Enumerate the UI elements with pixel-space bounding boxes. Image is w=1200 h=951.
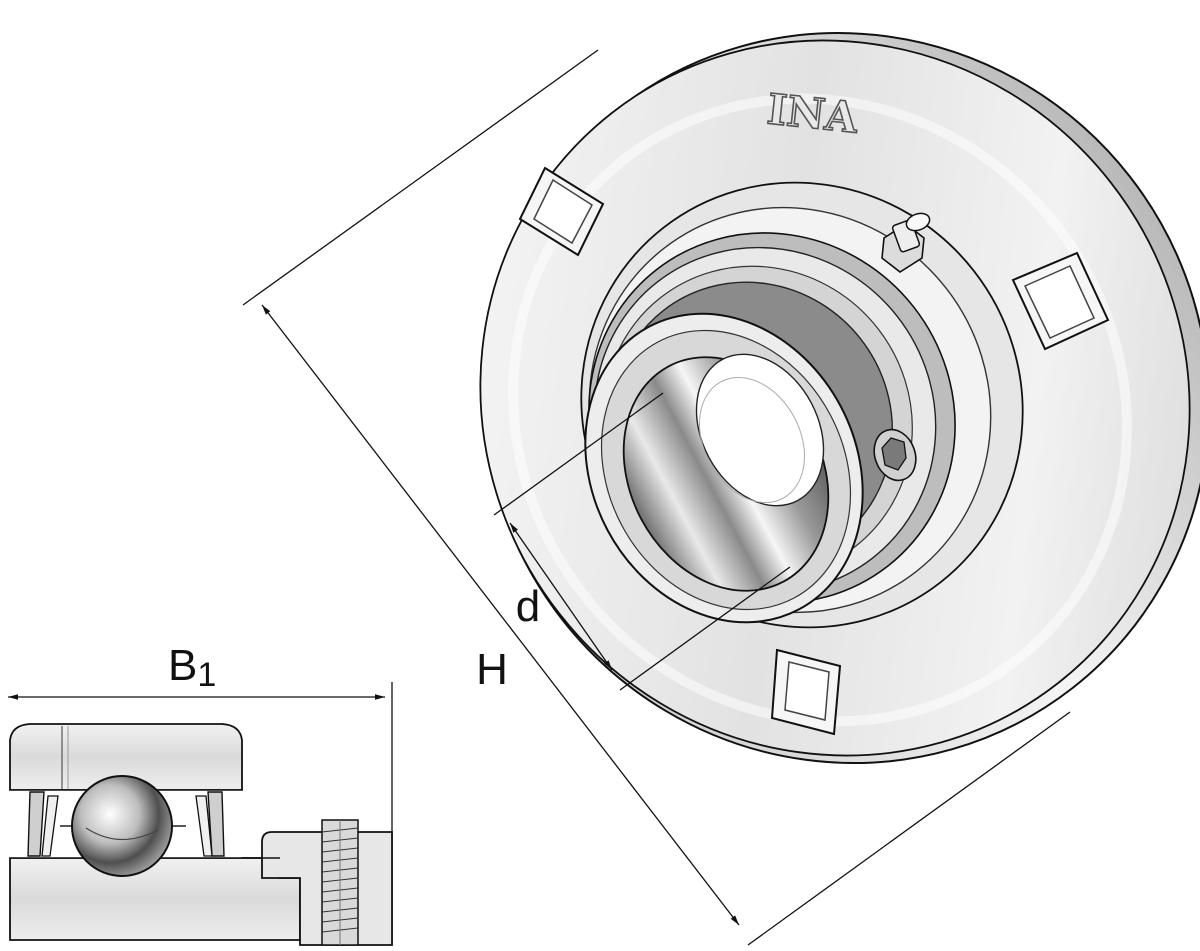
brand-logo: INA xyxy=(765,84,862,142)
bearing-cross-section xyxy=(9,723,393,946)
dimension-H: H xyxy=(242,49,1071,946)
label-B: B xyxy=(168,641,197,690)
dimension-B1: B1 xyxy=(8,641,393,945)
label-B1: B1 xyxy=(168,641,216,694)
dimension-d: d xyxy=(493,392,791,691)
ball xyxy=(71,775,173,877)
set-screw xyxy=(873,428,917,482)
mounting-hole-left xyxy=(518,166,605,257)
grease-nipple xyxy=(881,212,931,273)
mounting-hole-right xyxy=(1011,251,1110,351)
label-H: H xyxy=(476,645,508,694)
label-d: d xyxy=(516,582,540,631)
mounting-hole-bottom xyxy=(770,648,842,736)
label-B-subscript: 1 xyxy=(197,656,216,694)
